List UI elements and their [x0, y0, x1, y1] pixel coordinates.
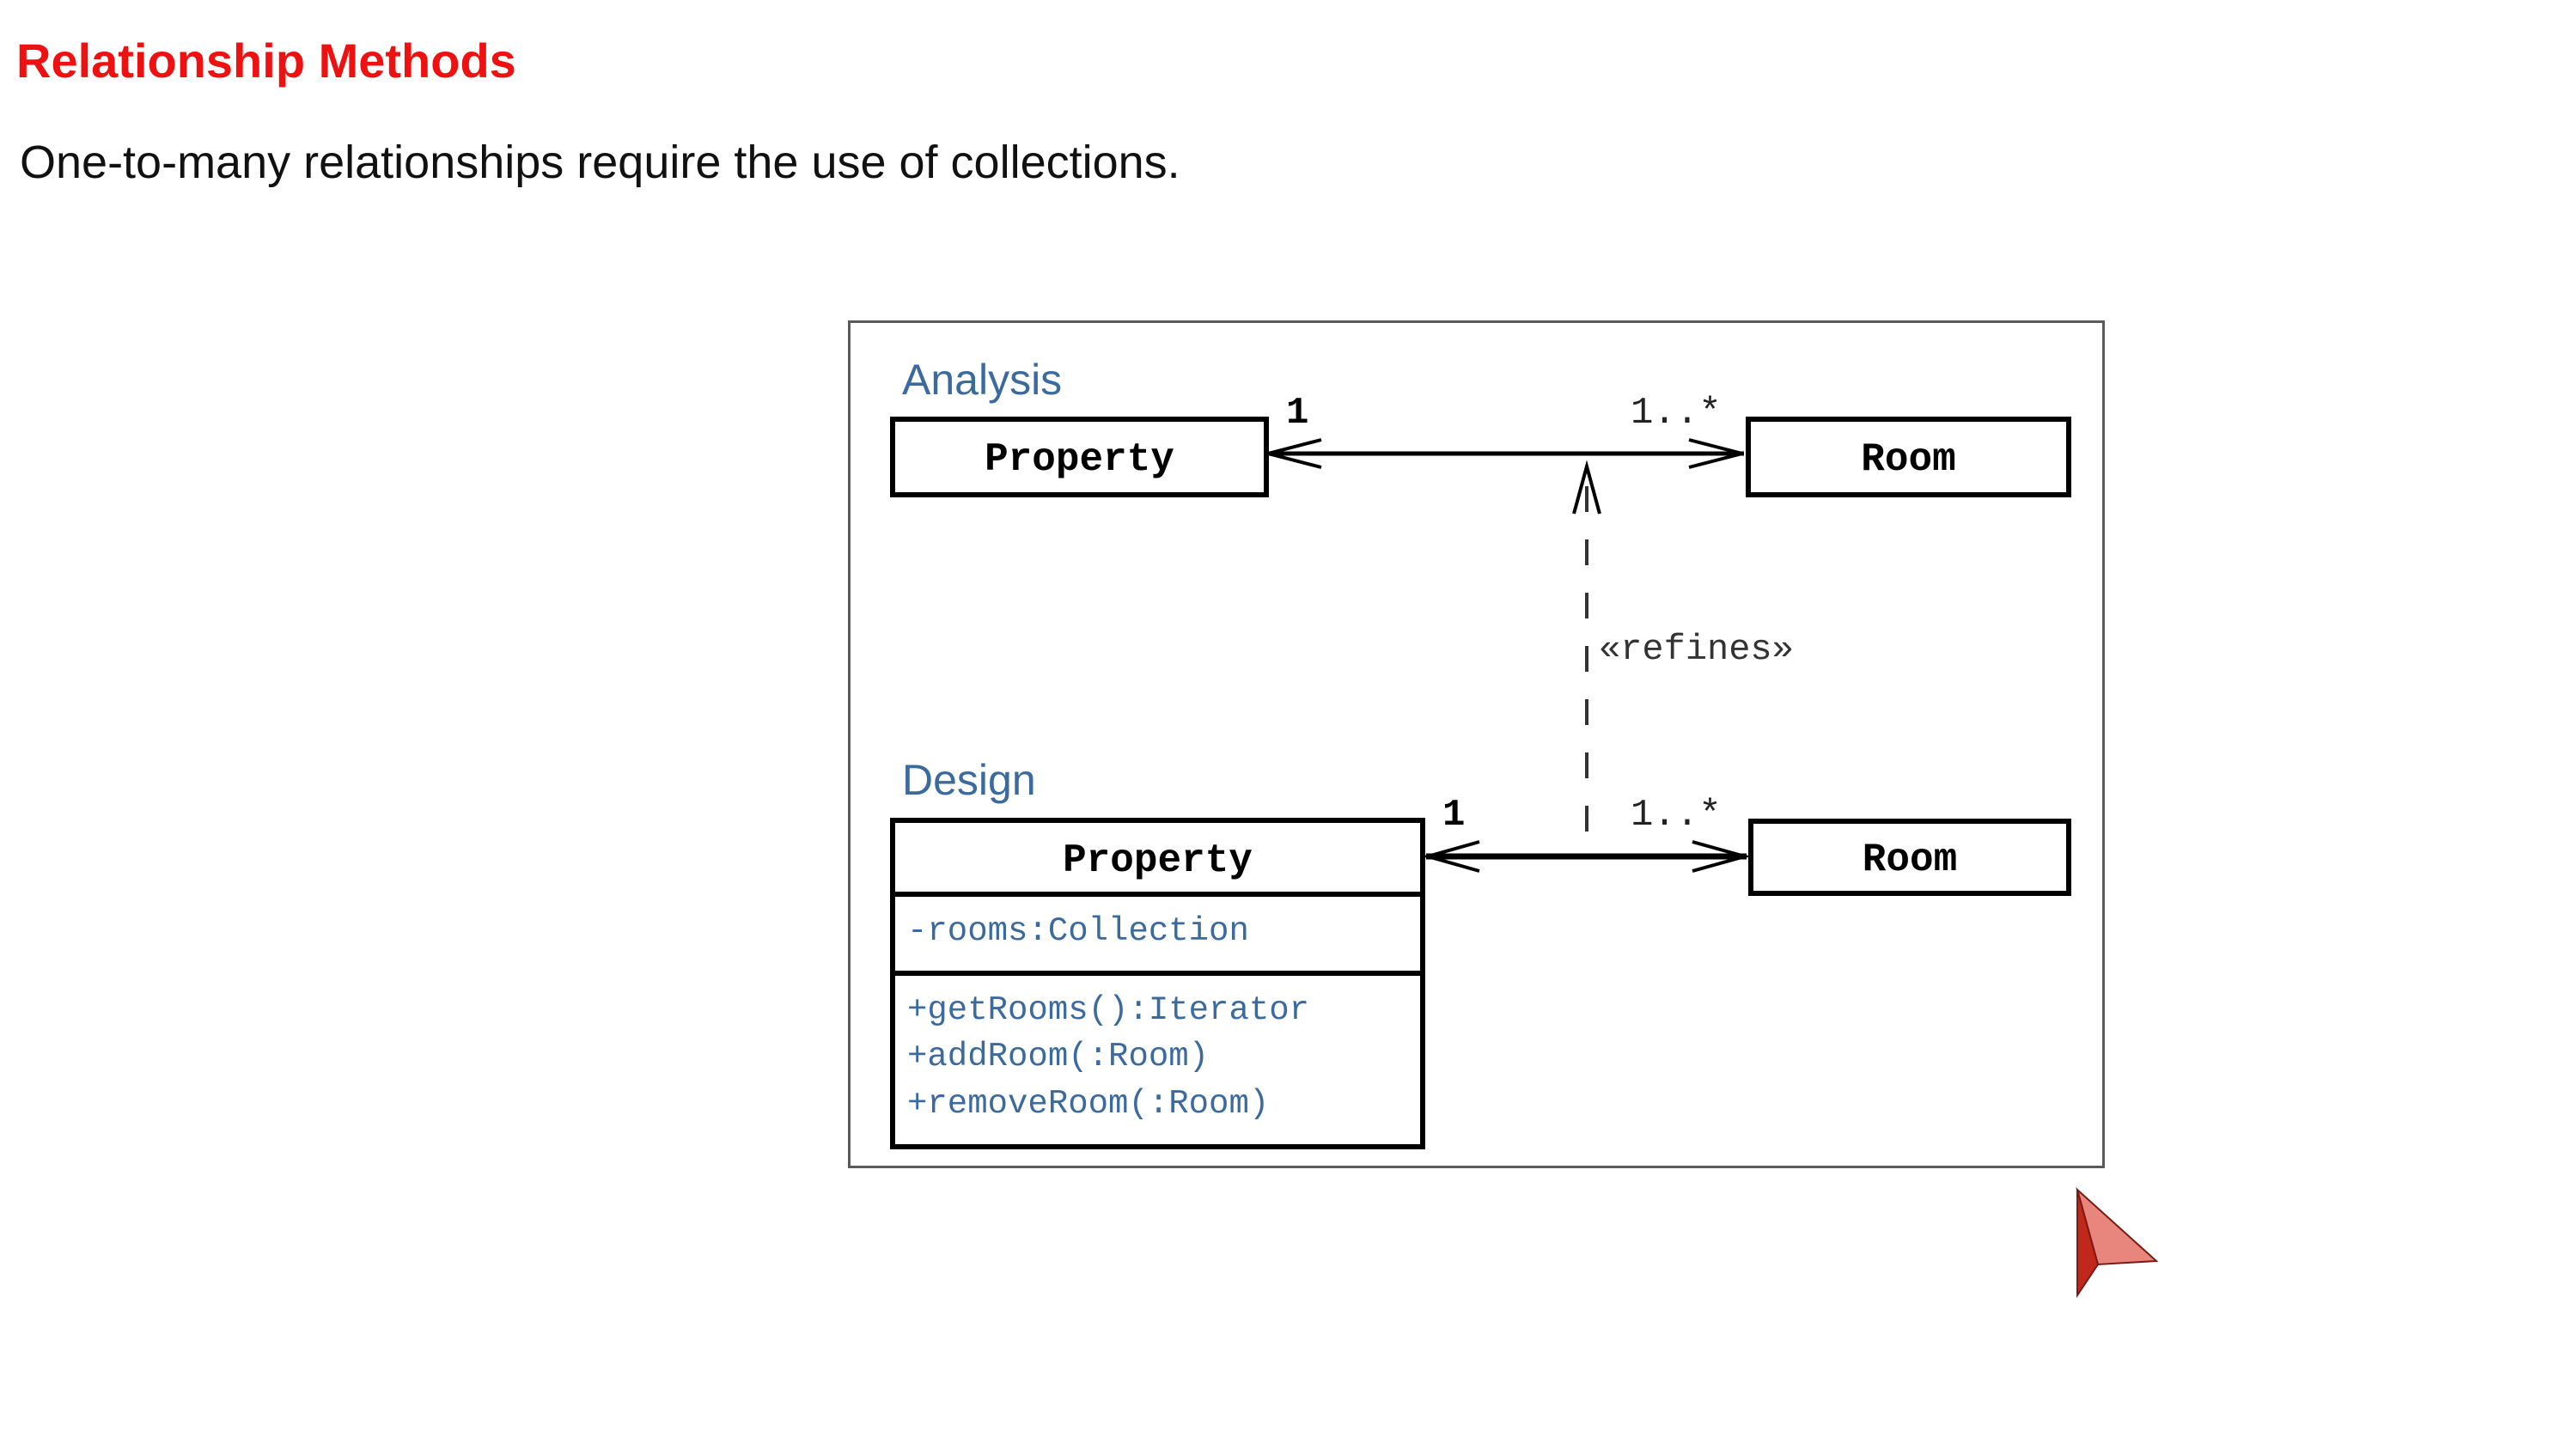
analysis-property-class-name: Property [985, 437, 1174, 482]
design-right-arrowhead [1692, 840, 1752, 873]
analysis-room-class: Room [1746, 417, 2071, 497]
design-property-attribute: -rooms:Collection [907, 912, 1249, 950]
design-left-multiplicity: 1 [1442, 794, 1466, 837]
analysis-left-multiplicity: 1 [1286, 392, 1309, 435]
refines-arrowhead [1572, 460, 1601, 515]
refines-stereotype-label: «refines» [1599, 629, 1794, 670]
analysis-section-label: Analysis [902, 356, 1063, 404]
class-compartment-divider [895, 892, 1420, 897]
design-right-multiplicity: 1..* [1631, 794, 1722, 837]
design-section-label: Design [902, 756, 1036, 804]
page-subtitle: One-to-many relationships require the us… [20, 137, 1180, 188]
analysis-right-arrowhead [1688, 438, 1743, 469]
class-compartment-divider [895, 971, 1420, 976]
design-property-class: Property -rooms:Collection +getRooms():I… [890, 818, 1425, 1149]
design-property-class-name: Property [1063, 838, 1253, 883]
design-room-class-name: Room [1862, 838, 1958, 882]
page-title: Relationship Methods [16, 34, 516, 88]
design-property-operation: +addRoom(:Room) [907, 1038, 1210, 1075]
pointer-arrow-icon [2076, 1186, 2159, 1299]
design-left-arrowhead [1421, 840, 1480, 873]
analysis-room-class-name: Room [1861, 437, 1956, 482]
design-room-class: Room [1748, 819, 2071, 896]
analysis-property-class: Property [890, 417, 1269, 497]
design-property-operation: +removeRoom(:Room) [907, 1085, 1270, 1123]
design-property-operation: +getRooms():Iterator [907, 991, 1310, 1029]
analysis-right-multiplicity: 1..* [1631, 392, 1722, 435]
diagram-frame [848, 320, 2105, 1168]
